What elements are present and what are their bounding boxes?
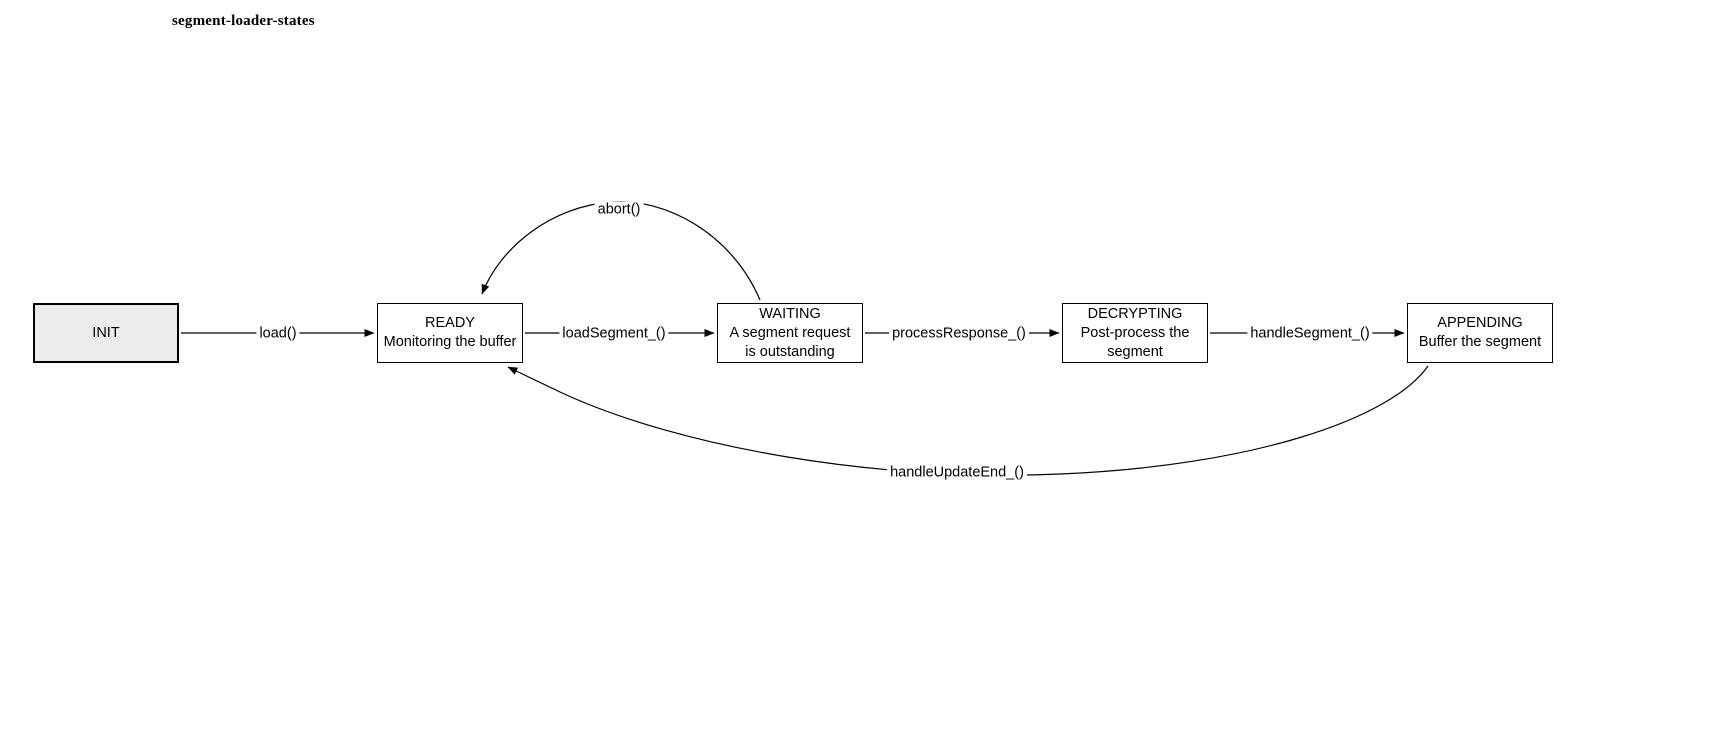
state-node-waiting-description: A segment request is outstanding xyxy=(729,324,851,360)
state-node-waiting-label: WAITING xyxy=(759,305,821,322)
state-node-ready-description: Monitoring the buffer xyxy=(383,334,517,350)
state-node-decrypting-description: Post-process the segment xyxy=(1080,324,1190,360)
edge-label-abort: abort() xyxy=(594,201,644,219)
state-node-decrypting[interactable]: DECRYPTING Post-process the segment xyxy=(1062,303,1208,363)
state-node-waiting[interactable]: WAITING A segment request is outstanding xyxy=(717,303,863,363)
edge-appending-ready-update xyxy=(507,365,1429,476)
state-node-appending[interactable]: APPENDING Buffer the segment xyxy=(1407,303,1553,363)
edge-label-handle-segment: handleSegment_() xyxy=(1247,325,1373,343)
edge-label-load-segment: loadSegment_() xyxy=(559,325,669,343)
state-node-appending-label: APPENDING xyxy=(1437,315,1523,331)
state-node-ready-label: READY xyxy=(425,315,475,331)
state-node-decrypting-label: DECRYPTING xyxy=(1087,305,1183,322)
state-node-init-label: INIT xyxy=(92,324,120,341)
state-node-appending-description: Buffer the segment xyxy=(1418,334,1542,350)
edge-label-process-response: processResponse_() xyxy=(889,325,1029,343)
edge-label-load: load() xyxy=(256,325,300,343)
edge-label-handle-update-end: handleUpdateEnd_() xyxy=(887,464,1027,482)
state-node-init[interactable]: INIT xyxy=(33,303,179,363)
page-title: segment-loader-states xyxy=(172,13,315,29)
state-node-ready[interactable]: READY Monitoring the buffer xyxy=(377,303,523,363)
